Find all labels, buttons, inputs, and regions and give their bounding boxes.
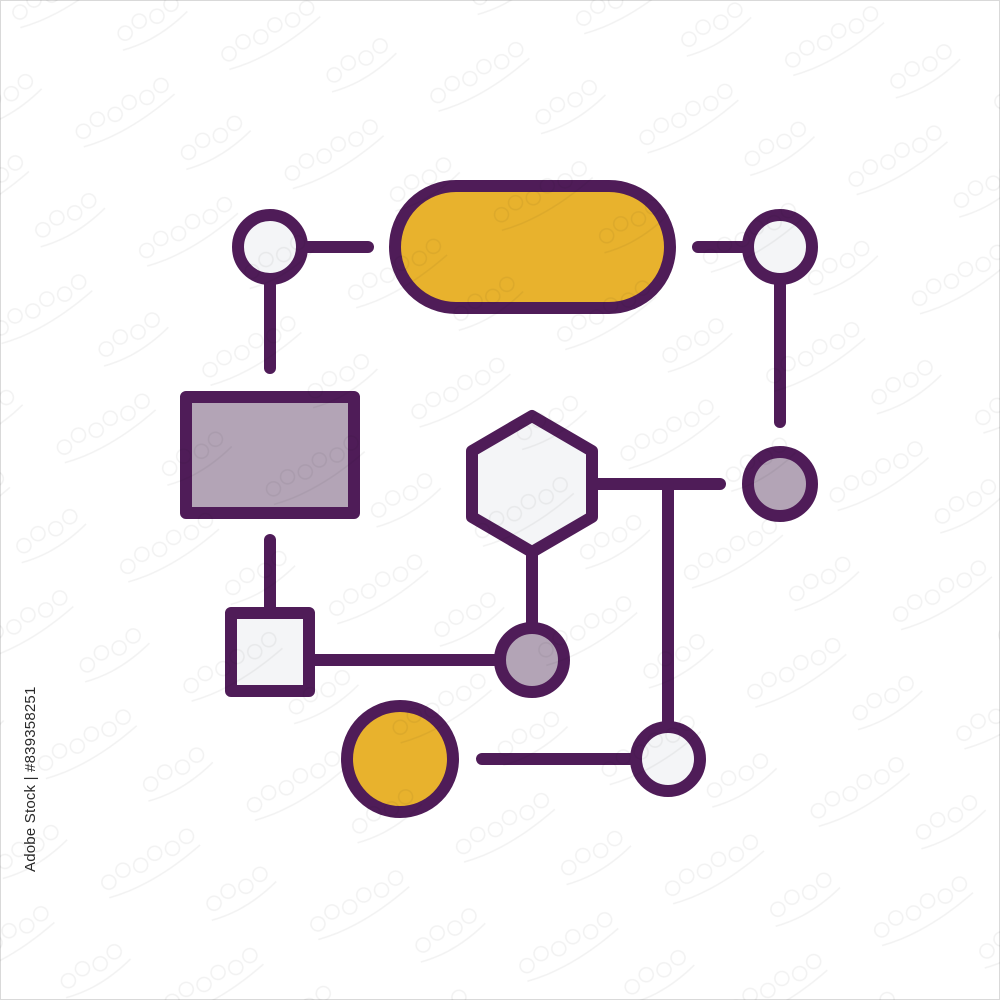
node-circle-top-left [232, 209, 308, 285]
small-square-shape [225, 607, 315, 697]
node-circle-bottom-right [630, 721, 706, 797]
stock-id-label: Adobe Stock | #839358251 [22, 686, 39, 872]
node-circle-top-right [742, 209, 818, 285]
node-circle-middle-lavender [494, 622, 570, 698]
process-rectangle-shape [180, 391, 360, 519]
decision-hexagon-shape [466, 410, 598, 558]
gold-circle-shape [341, 700, 459, 818]
node-circle-right-lavender [742, 446, 818, 522]
terminal-pill-shape [389, 180, 676, 314]
